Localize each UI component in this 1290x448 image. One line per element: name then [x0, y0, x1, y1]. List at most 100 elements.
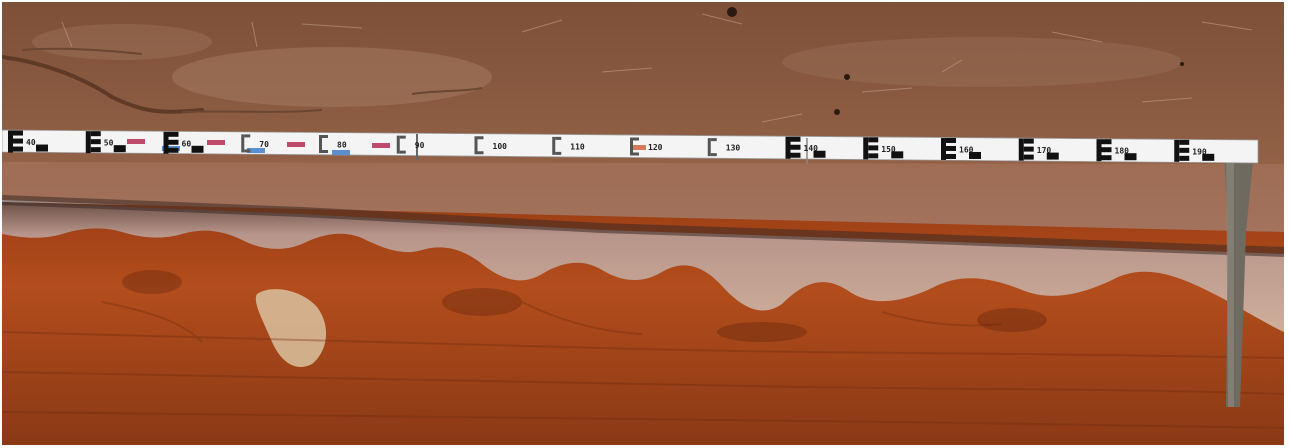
staff-tick: [868, 137, 879, 143]
staff-tick: [1179, 155, 1190, 161]
staff-block: [552, 136, 562, 155]
dark-debris: [727, 7, 1184, 115]
staff-tick: [710, 153, 717, 157]
staff-block: [474, 136, 484, 155]
litter: [61, 13, 1253, 123]
staff-tick: [168, 131, 179, 137]
staff-tick: [90, 147, 101, 153]
staff-number: 130: [726, 144, 741, 153]
staff-tick: [168, 139, 179, 145]
staff-tick: [790, 152, 801, 158]
peg-highlight: [1226, 152, 1234, 407]
staff-tick: [946, 145, 956, 151]
staff-number: 190: [1192, 147, 1207, 156]
staff-block: [396, 135, 406, 154]
staff-tick: [710, 138, 717, 142]
staff-number: 180: [1115, 147, 1130, 156]
staff-tick: [8, 130, 13, 153]
staff-block: [1018, 138, 1059, 161]
bleached-horizon: [2, 202, 1284, 332]
staff-block: [8, 130, 48, 153]
staff-tick: [946, 137, 956, 143]
staff-block: [785, 136, 826, 159]
staff-tick: [322, 150, 328, 154]
staff-tick: [863, 137, 869, 160]
staff-tick: [1023, 146, 1034, 152]
staff-block: [85, 131, 126, 154]
staff-tick: [13, 146, 23, 152]
staff-tick: [785, 136, 791, 159]
staff-tick: [85, 131, 91, 154]
staff-block: [1174, 139, 1215, 162]
staff-block: [1096, 139, 1137, 162]
staff-tick: [399, 150, 406, 154]
staff-number: 40: [26, 138, 36, 147]
staff-tick: [90, 131, 101, 137]
root: [21, 47, 143, 55]
staff-tick: [168, 147, 179, 153]
staff-tick: [1101, 155, 1112, 161]
humus-line: [2, 195, 1284, 257]
staff-tick: [941, 137, 946, 160]
staff-tick: [1202, 153, 1215, 161]
dark-mottles: [122, 270, 1047, 342]
staff-block: [941, 137, 981, 160]
staff-number: 110: [570, 142, 585, 151]
staff-tick: [1101, 139, 1112, 145]
root: [181, 109, 323, 113]
sandy-patch: [32, 24, 212, 60]
staff-block: [707, 138, 717, 157]
staff-tick: [322, 135, 328, 139]
staff-tick: [90, 139, 101, 145]
sand-pocket: [255, 289, 327, 368]
staff-block: [163, 131, 204, 154]
staff-tick: [946, 153, 956, 159]
staff-tick: [1179, 147, 1190, 153]
staff-tick: [891, 151, 904, 159]
staff-number: 60: [182, 139, 192, 148]
staff-tick: [1124, 153, 1137, 161]
staff-tick: [477, 151, 484, 155]
staff-tick: [474, 136, 478, 155]
staff-tick: [790, 144, 801, 150]
staff-tick: [244, 149, 251, 153]
staff-block: [863, 137, 904, 160]
staff-tick: [1046, 152, 1059, 160]
staff-tick: [399, 135, 406, 139]
staff-block: [630, 137, 639, 156]
staff-tick: [1018, 138, 1024, 161]
staff-block: [319, 135, 328, 154]
staff-tick: [13, 138, 23, 144]
staff-tick: [813, 150, 826, 158]
staff-block: [241, 134, 251, 153]
staff-tick: [1101, 147, 1112, 153]
staff-number: 100: [493, 142, 508, 151]
root: [411, 87, 483, 95]
staff-tick: [555, 151, 562, 155]
staff-number: 140: [804, 144, 819, 153]
staff-number: 80: [337, 141, 347, 150]
staff-tick: [555, 136, 562, 140]
staff-number: 90: [415, 141, 425, 150]
staff-number: 170: [1037, 146, 1052, 155]
staff-number: 70: [259, 140, 269, 149]
staff-tick: [36, 144, 48, 152]
staff-tick: [396, 135, 400, 154]
staff-tick: [552, 136, 556, 155]
staff-tick: [163, 131, 169, 154]
sandy-patch: [172, 47, 492, 107]
staff-tick: [477, 136, 484, 140]
subsoil-streaks: [2, 301, 1284, 429]
staff-tick: [868, 145, 879, 151]
staff-tick: [707, 138, 711, 157]
staff-tick: [1179, 139, 1190, 145]
staff-tick: [244, 134, 251, 138]
staff-tick: [1023, 138, 1034, 144]
staff-tick: [191, 145, 204, 153]
staff-number: 160: [959, 145, 974, 154]
staff-tick: [630, 137, 633, 156]
